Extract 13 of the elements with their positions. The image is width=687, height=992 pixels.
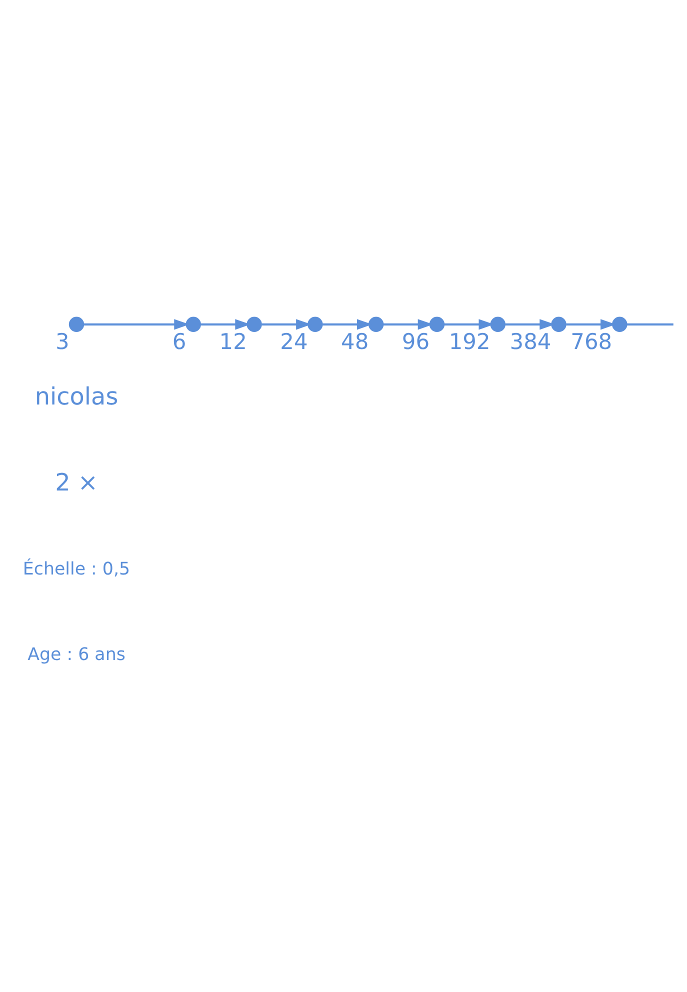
node-label: 96 (401, 329, 430, 354)
node-label: 6 (172, 329, 186, 354)
node-label: 384 (509, 329, 551, 354)
node-label: 768 (570, 329, 612, 354)
label: 2 × (54, 468, 98, 496)
node-label: 24 (280, 329, 308, 354)
node-label: 3 (54, 329, 69, 354)
node-label: 48 (340, 329, 368, 354)
node-label: 192 (448, 329, 490, 354)
label: Échelle : 0,5 (22, 558, 130, 579)
node-label: 12 (218, 329, 246, 354)
label: nicolas (34, 382, 118, 410)
label: Age : 6 ans (27, 644, 125, 665)
